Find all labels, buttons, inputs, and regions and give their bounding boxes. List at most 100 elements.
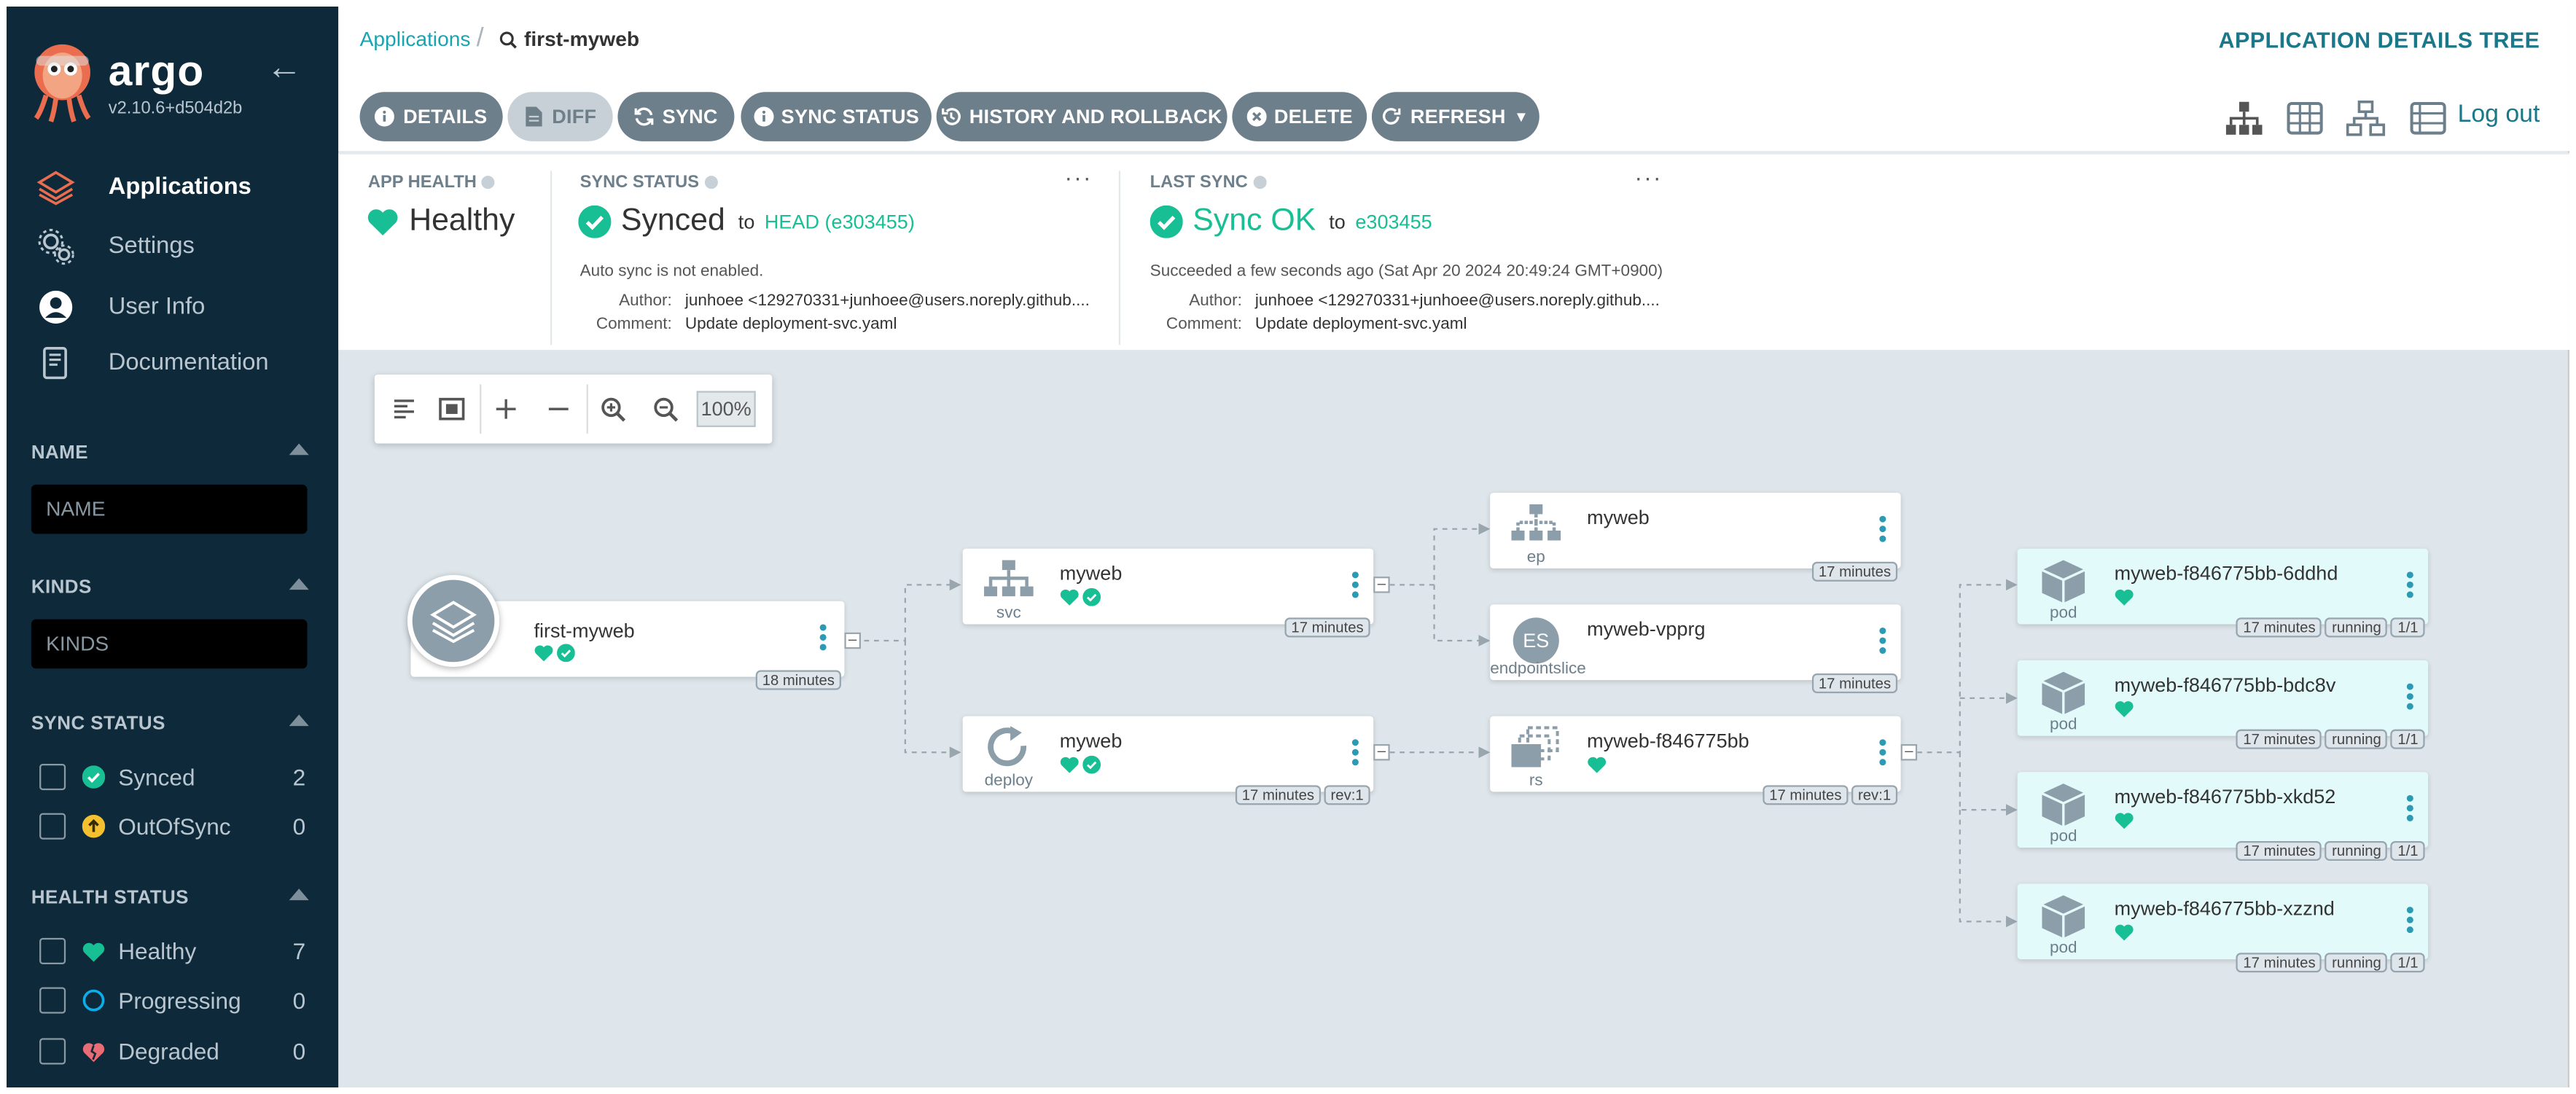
- refresh-button[interactable]: REFRESH ▼: [1371, 92, 1539, 141]
- search-icon: [499, 31, 517, 48]
- breadcrumb-current-label: first-myweb: [523, 28, 640, 51]
- help-icon[interactable]: [703, 176, 717, 190]
- checkbox[interactable]: [39, 987, 66, 1014]
- button-label: SYNC STATUS: [781, 105, 920, 128]
- collapse-caret-icon[interactable]: [289, 578, 309, 590]
- history-rollback-button[interactable]: HISTORY AND ROLLBACK: [936, 92, 1227, 141]
- name-filter-input[interactable]: [31, 484, 308, 534]
- node-menu-icon[interactable]: [2406, 907, 2413, 937]
- nav-label: Settings: [108, 233, 195, 260]
- button-label: HISTORY AND ROLLBACK: [969, 105, 1222, 128]
- details-button[interactable]: DETAILS: [359, 92, 503, 141]
- checkbox[interactable]: [39, 813, 66, 840]
- checkbox[interactable]: [39, 764, 66, 791]
- collapse-caret-icon[interactable]: [289, 888, 309, 901]
- check-circle-icon: [1082, 587, 1101, 606]
- collapse-caret-icon[interactable]: [289, 443, 309, 456]
- revision-tag: rev:1: [1851, 785, 1898, 805]
- align-left-icon[interactable]: [384, 389, 424, 429]
- checkbox[interactable]: [39, 937, 66, 964]
- expand-all-plus-icon[interactable]: [486, 389, 526, 429]
- fit-screen-icon[interactable]: [432, 389, 472, 429]
- nav-item-applications[interactable]: Applications: [36, 164, 251, 210]
- filter-progressing[interactable]: Progressing 0: [39, 982, 305, 1019]
- revision-link[interactable]: HEAD (e303455): [764, 210, 915, 234]
- node-menu-icon[interactable]: [1351, 571, 1359, 601]
- filter-synced[interactable]: Synced 2: [39, 759, 305, 795]
- pod-cube-icon: [2041, 671, 2085, 715]
- node-svc-myweb[interactable]: svc myweb 17 minutes: [962, 548, 1374, 638]
- collapse-all-minus-icon[interactable]: [539, 389, 578, 429]
- collapse-node-minus-icon[interactable]: –: [1900, 743, 1918, 761]
- node-endpointslice-myweb-vpprg[interactable]: ES endpointslice myweb-vpprg 17 minutes: [1490, 604, 1901, 694]
- checkbox[interactable]: [39, 1038, 66, 1065]
- collapse-node-minus-icon[interactable]: –: [844, 632, 861, 649]
- node-menu-icon[interactable]: [1351, 739, 1359, 769]
- node-kind: rs: [1529, 772, 1543, 791]
- collapse-sidebar-arrow-icon[interactable]: ←: [266, 46, 303, 87]
- spinner-circle-icon: [82, 989, 106, 1012]
- check-circle-icon: [578, 205, 612, 238]
- collapse-node-minus-icon[interactable]: –: [1373, 743, 1390, 761]
- user-icon: [39, 290, 73, 324]
- age-tag: 17 minutes: [2236, 729, 2322, 749]
- node-ep-myweb[interactable]: ep myweb 17 minutes: [1490, 493, 1901, 582]
- breadcrumb-applications[interactable]: Applications: [359, 28, 471, 51]
- top-bar: Applications / first-myweb APPLICATION D…: [338, 7, 2569, 152]
- node-menu-icon[interactable]: [819, 624, 827, 654]
- list-view-icon[interactable]: [2408, 100, 2448, 136]
- delete-button[interactable]: DELETE: [1232, 92, 1367, 141]
- collapse-caret-icon[interactable]: [289, 714, 309, 727]
- collapse-node-minus-icon[interactable]: –: [1373, 576, 1390, 593]
- node-name: myweb-f846775bb: [1587, 729, 1749, 753]
- pods-grid-view-icon[interactable]: [2285, 100, 2325, 136]
- diff-button[interactable]: DIFF: [507, 92, 613, 141]
- more-options-icon[interactable]: ···: [1634, 164, 1663, 191]
- node-status: [2115, 588, 2134, 606]
- ready-tag: 1/1: [2391, 729, 2425, 749]
- network-view-icon[interactable]: [2346, 100, 2386, 136]
- sync-status-button[interactable]: SYNC STATUS: [741, 92, 932, 141]
- heart-icon: [2115, 813, 2134, 829]
- info-icon: [375, 106, 395, 127]
- sidebar: argo v2.10.6+d504d2b ← Applications Sett…: [7, 7, 339, 1088]
- node-menu-icon[interactable]: [1879, 627, 1886, 657]
- help-icon[interactable]: [1252, 176, 1266, 190]
- filter-out-of-sync[interactable]: OutOfSync 0: [39, 808, 305, 845]
- node-menu-icon[interactable]: [1879, 515, 1886, 546]
- nav-item-user-info[interactable]: User Info: [36, 284, 205, 330]
- nav-item-settings[interactable]: Settings: [36, 224, 195, 270]
- name-filter-heading: NAME: [31, 443, 88, 464]
- node-menu-icon[interactable]: [2406, 683, 2413, 714]
- revision-link[interactable]: e303455: [1355, 210, 1432, 234]
- succeeded-note: Succeeded a few seconds ago (Sat Apr 20 …: [1150, 262, 1663, 281]
- sync-button[interactable]: SYNC: [617, 92, 735, 141]
- health-status-heading: HEALTH STATUS: [31, 888, 189, 909]
- heart-icon: [2115, 924, 2134, 941]
- brand-name: argo: [108, 46, 205, 95]
- node-kind: pod: [2049, 939, 2077, 958]
- node-name: myweb: [1059, 729, 1123, 753]
- app-node-first-myweb[interactable]: first-myweb 18 minutes: [407, 574, 845, 690]
- zoom-in-icon[interactable]: [593, 389, 633, 429]
- filter-healthy[interactable]: Healthy 7: [39, 933, 305, 969]
- state-tag: running: [2325, 840, 2388, 861]
- filter-degraded[interactable]: Degraded 0: [39, 1034, 305, 1070]
- tree-view-icon[interactable]: [2225, 100, 2264, 136]
- node-menu-icon[interactable]: [2406, 571, 2413, 601]
- node-menu-icon[interactable]: [2406, 794, 2413, 825]
- help-icon[interactable]: [481, 176, 495, 190]
- node-menu-icon[interactable]: [1879, 739, 1886, 769]
- sync-status-heading: SYNC STATUS: [31, 714, 165, 735]
- kinds-filter-input[interactable]: [31, 619, 308, 669]
- zoom-out-icon[interactable]: [646, 389, 685, 429]
- more-options-icon[interactable]: ···: [1064, 164, 1093, 191]
- logout-link[interactable]: Log out: [2457, 100, 2540, 128]
- nav-item-documentation[interactable]: Documentation: [36, 340, 269, 386]
